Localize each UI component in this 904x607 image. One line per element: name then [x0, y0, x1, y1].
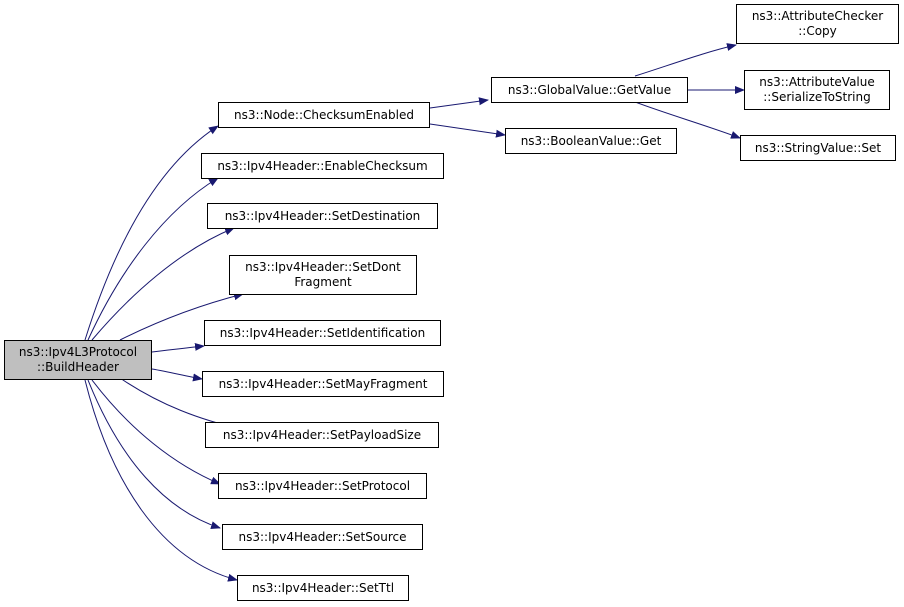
- node-attributevalue-serializetostring[interactable]: ns3::AttributeValue ::SerializeToString: [744, 70, 890, 110]
- node-ipv4header-setprotocol-label: ns3::Ipv4Header::SetProtocol: [234, 478, 411, 493]
- edge-root-to-set-destination: [91, 227, 235, 341]
- node-ipv4header-enablechecksum-label: ns3::Ipv4Header::EnableChecksum: [217, 158, 428, 173]
- node-globalvalue-getvalue[interactable]: ns3::GlobalValue::GetValue: [491, 77, 688, 103]
- node-ipv4header-setidentification-label: ns3::Ipv4Header::SetIdentification: [219, 325, 426, 340]
- node-ipv4header-setdontfragment[interactable]: ns3::Ipv4Header::SetDont Fragment: [229, 255, 417, 295]
- node-ipv4header-setdestination-label: ns3::Ipv4Header::SetDestination: [224, 208, 421, 223]
- edge-root-to-enable-checksum: [87, 177, 219, 341]
- node-node-checksumenabled[interactable]: ns3::Node::ChecksumEnabled: [218, 102, 430, 128]
- node-ipv4header-setprotocol[interactable]: ns3::Ipv4Header::SetProtocol: [218, 473, 427, 499]
- edge-checksum-enabled-to-global-value: [429, 97, 489, 109]
- node-stringvalue-set[interactable]: ns3::StringValue::Set: [740, 135, 896, 161]
- node-globalvalue-getvalue-label: ns3::GlobalValue::GetValue: [507, 82, 672, 97]
- node-ipv4header-setpayloadsize[interactable]: ns3::Ipv4Header::SetPayloadSize: [205, 422, 439, 448]
- edge-root-to-set-protocol: [91, 379, 221, 485]
- node-ipv4l3protocol-buildheader: ns3::Ipv4L3Protocol ::BuildHeader: [4, 340, 152, 380]
- node-ipv4header-enablechecksum[interactable]: ns3::Ipv4Header::EnableChecksum: [201, 153, 444, 179]
- edge-global-value-to-string-value-set: [634, 101, 741, 139]
- node-stringvalue-set-label: ns3::StringValue::Set: [754, 140, 882, 155]
- node-node-checksumenabled-label: ns3::Node::ChecksumEnabled: [234, 107, 414, 122]
- node-attributechecker-copy[interactable]: ns3::AttributeChecker ::Copy: [736, 4, 899, 44]
- node-ipv4l3protocol-buildheader-line2: ::BuildHeader: [37, 360, 119, 374]
- node-ipv4header-setidentification[interactable]: ns3::Ipv4Header::SetIdentification: [204, 320, 441, 346]
- edge-checksum-enabled-to-boolean-get: [429, 123, 506, 138]
- edge-root-to-checksum-enabled: [84, 125, 219, 341]
- node-attributevalue-serializetostring-line2: ::SerializeToString: [763, 90, 871, 104]
- node-booleanvalue-get-label: ns3::BooleanValue::Get: [520, 133, 662, 148]
- node-ipv4header-setttl-label: ns3::Ipv4Header::SetTtl: [251, 580, 395, 595]
- node-attributevalue-serializetostring-line1: ns3::AttributeValue: [759, 75, 875, 89]
- edge-root-to-set-identification: [151, 342, 205, 353]
- node-ipv4header-setdestination[interactable]: ns3::Ipv4Header::SetDestination: [207, 203, 438, 229]
- node-ipv4header-setsource[interactable]: ns3::Ipv4Header::SetSource: [222, 524, 423, 550]
- node-ipv4l3protocol-buildheader-line1: ns3::Ipv4L3Protocol: [18, 345, 138, 359]
- edge-root-to-set-ttl: [84, 379, 238, 582]
- edge-root-to-set-dont-fragment: [119, 292, 244, 341]
- node-ipv4header-setpayloadsize-label: ns3::Ipv4Header::SetPayloadSize: [222, 427, 422, 442]
- node-booleanvalue-get[interactable]: ns3::BooleanValue::Get: [505, 128, 677, 154]
- node-ipv4header-setttl[interactable]: ns3::Ipv4Header::SetTtl: [237, 575, 409, 601]
- node-ipv4header-setmayfragment-label: ns3::Ipv4Header::SetMayFragment: [218, 376, 428, 391]
- node-ipv4header-setdontfragment-line1: ns3::Ipv4Header::SetDont: [245, 260, 401, 274]
- node-ipv4header-setdontfragment-line2: Fragment: [294, 275, 352, 289]
- node-attributechecker-copy-line2: ::Copy: [798, 24, 837, 38]
- node-attributechecker-copy-line1: ns3::AttributeChecker: [751, 9, 884, 23]
- edge-root-to-set-may-fragment: [151, 368, 203, 382]
- node-ipv4header-setsource-label: ns3::Ipv4Header::SetSource: [238, 529, 407, 544]
- node-ipv4header-setmayfragment[interactable]: ns3::Ipv4Header::SetMayFragment: [202, 371, 444, 397]
- edge-root-to-set-source: [87, 379, 221, 529]
- edge-global-value-to-attribute-checker: [634, 43, 737, 77]
